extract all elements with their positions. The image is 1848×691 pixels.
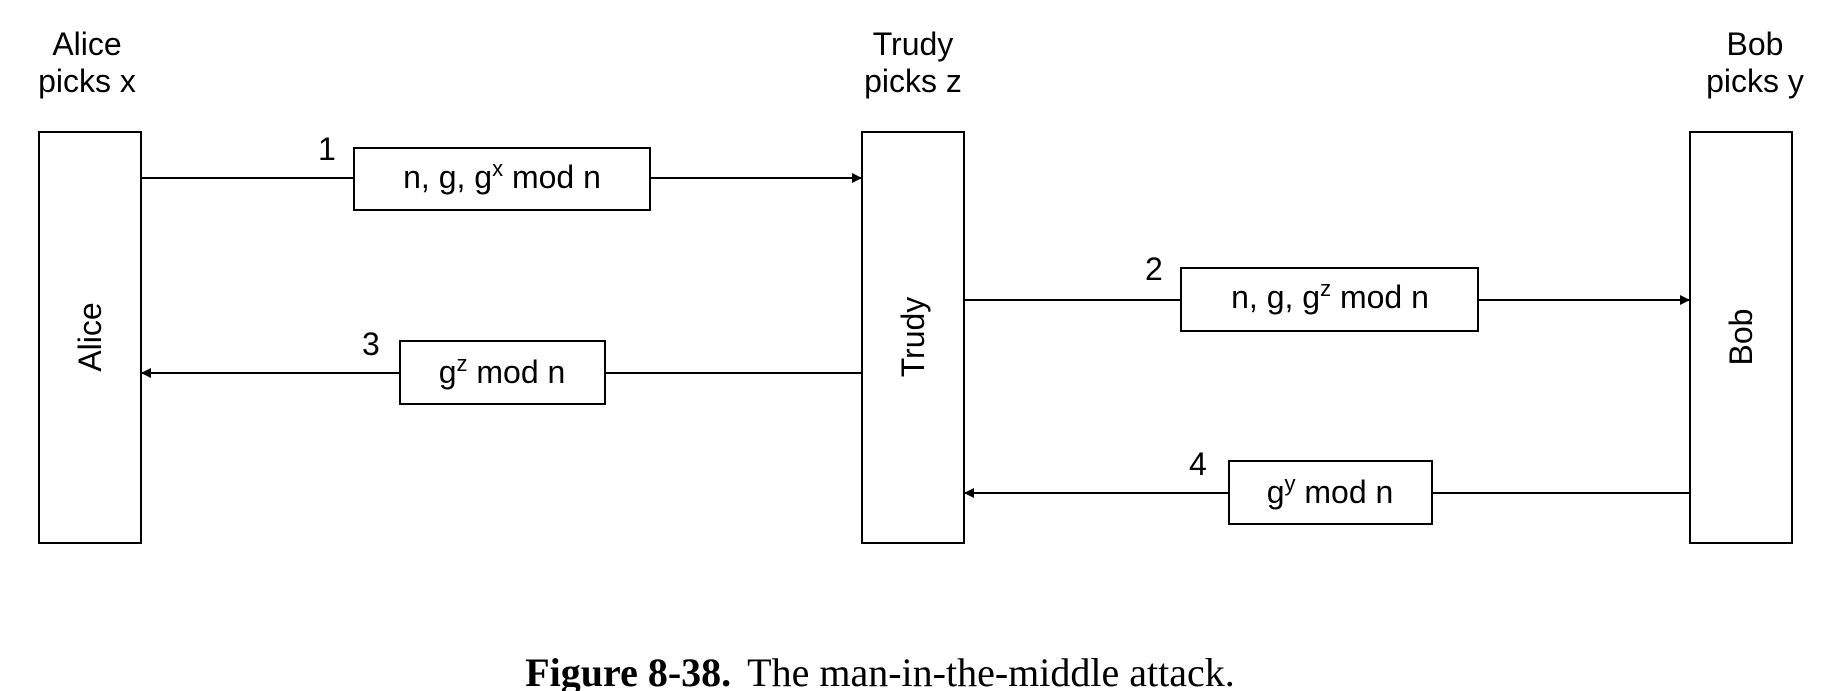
alice-header-name: Alice — [52, 26, 121, 62]
message-3-box — [399, 340, 606, 405]
trudy-header: Trudy picks z — [864, 26, 962, 99]
message-1: n, g, gx mod n 1 — [141, 131, 862, 211]
message-3-label: gz mod n — [439, 351, 566, 390]
message-2-box — [1180, 267, 1479, 332]
message-1-label: n, g, gx mod n — [403, 156, 601, 195]
bob-header-pick: picks y — [1706, 63, 1804, 99]
trudy-box-label: Trudy — [895, 297, 931, 378]
alice-box: Alice — [38, 131, 142, 544]
figure-caption: Figure 8-38. The man-in-the-middle attack… — [525, 650, 1234, 691]
trudy-box: Trudy — [861, 131, 965, 544]
message-4-box — [1228, 460, 1433, 525]
figure-caption-text: The man-in-the-middle attack. — [747, 650, 1235, 691]
alice-box-label: Alice — [72, 302, 108, 371]
trudy-header-pick: picks z — [864, 63, 962, 99]
bob-box: Bob — [1689, 131, 1793, 544]
message-3: gz mod n 3 — [141, 326, 862, 405]
message-4-number: 4 — [1189, 446, 1207, 482]
message-3-number: 3 — [362, 326, 380, 362]
trudy-header-name: Trudy — [873, 26, 954, 62]
message-4: gy mod n 4 — [964, 446, 1690, 525]
message-2-label: n, g, gz mod n — [1231, 276, 1429, 315]
message-2-number: 2 — [1145, 251, 1163, 287]
alice-header-pick: picks x — [38, 63, 136, 99]
figure-caption-label: Figure 8-38. — [525, 650, 731, 691]
alice-header: Alice picks x — [38, 26, 136, 99]
bob-box-label: Bob — [1723, 309, 1759, 366]
message-1-number: 1 — [318, 131, 336, 167]
message-4-label: gy mod n — [1267, 471, 1394, 510]
bob-header-name: Bob — [1727, 26, 1784, 62]
bob-header: Bob picks y — [1706, 26, 1804, 99]
message-2: n, g, gz mod n 2 — [964, 251, 1690, 332]
message-1-box — [353, 147, 651, 211]
